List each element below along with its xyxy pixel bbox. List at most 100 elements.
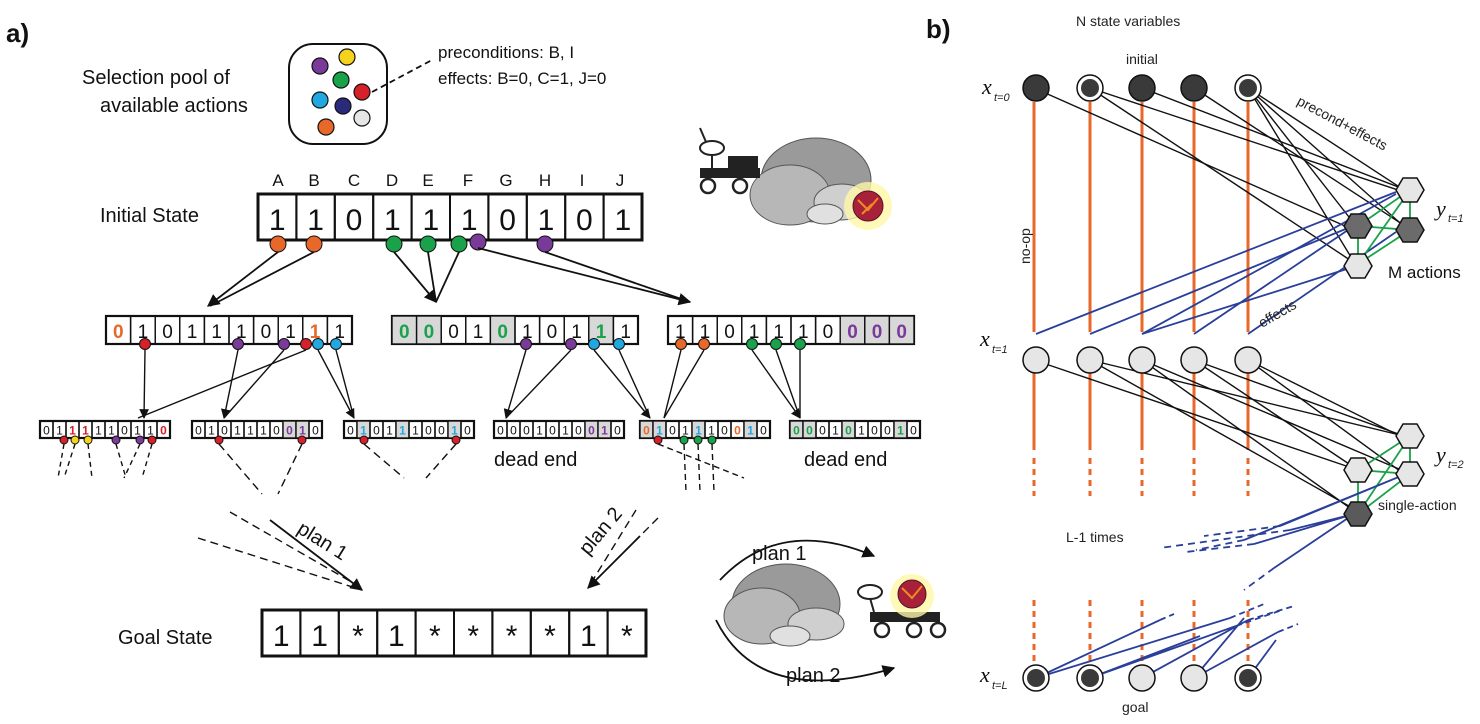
state-nodes-t0 [1022,74,1262,102]
rover-scene-2 [715,539,947,682]
register-bit: 0 [614,423,621,437]
register-bit: 1 [596,322,607,343]
svg-text:x: x [981,74,992,99]
register-bit: 1 [273,620,290,653]
register-bit: 1 [708,423,715,437]
register-bit: 0 [121,423,128,437]
col-letter: G [499,171,512,190]
x-t0-label: x t=0 [981,74,1010,104]
column-letters: A B C D E F G H I J [272,171,624,190]
pool-title-line2: available actions [100,95,248,117]
register-bit: 0 [523,423,530,437]
register-bit: 1 [422,204,439,237]
register-bit: 0 [286,423,293,437]
register-bit: 1 [236,322,247,343]
plan1-label: plan 1 [293,518,351,566]
dead-end-label-2: dead end [804,449,887,471]
register-bit: 1 [269,204,286,237]
register-cell [906,420,921,439]
register-bit: * [544,620,556,653]
register-bit: 0 [448,322,459,343]
register-bit: 0 [845,423,852,437]
register-bit: 1 [798,322,809,343]
register-bit: 1 [858,423,865,437]
register-bit: 0 [910,423,917,437]
register-bit: 0 [499,204,516,237]
rover-scene-1 [699,127,892,230]
register-bit: 0 [346,204,363,237]
register-bit: 1 [388,620,405,653]
col-letter: B [308,171,319,190]
state-nodes-tL [1022,664,1262,692]
register-bit: 0 [261,322,272,343]
register-bit: 1 [334,322,345,343]
col-letter: I [580,171,585,190]
register-bit: 0 [549,423,556,437]
action-pool-box [288,43,388,145]
register-bit: 1 [56,423,63,437]
tree-arrows-level2 [137,349,801,419]
register-bit: 0 [113,322,124,343]
svg-text:t=1: t=1 [1448,213,1464,225]
register-bit: 1 [360,423,367,437]
register-bit: * [506,620,518,653]
register-bit: 1 [675,322,686,343]
register-bit: 0 [823,322,834,343]
goal-state-label: Goal State [118,627,213,649]
register-bit: 0 [160,423,167,437]
register-bit: 1 [108,423,115,437]
precond-edges-t1 [1033,359,1407,511]
precond-effects-label: precond+effects [1295,93,1391,154]
register-bit: 0 [724,322,735,343]
y-t2-label: y t=2 [1434,442,1464,471]
register-bit: 0 [373,423,380,437]
x-tL-label: x t=L [979,662,1008,692]
register-bit: 1 [682,423,689,437]
register-bit: 1 [82,423,89,437]
register-bit: 0 [669,423,676,437]
register-bit: 1 [386,423,393,437]
register-bit: 0 [510,423,517,437]
register-bit: 1 [747,423,754,437]
register-bit: 1 [384,204,401,237]
effects-text: effects: B=0, C=1, J=0 [438,69,606,88]
m-actions-label: M actions [1388,263,1461,282]
col-letter: C [348,171,360,190]
register-bit: 0 [547,322,558,343]
register-bit: 1 [138,322,149,343]
svg-text:y: y [1434,196,1446,221]
register-bit: 1 [399,423,406,437]
panel-b-label: b) [926,14,951,44]
register-cell [460,420,475,439]
register-bit: 0 [576,204,593,237]
register-bit: 1 [700,322,711,343]
register-cell [612,315,639,345]
register-cell [308,420,323,439]
precond-edges-t0 [1033,87,1409,265]
register-bit: 1 [260,423,267,437]
svg-text:x: x [979,326,990,351]
register-bit: 0 [399,322,410,343]
register-cell [415,315,442,345]
panel-a-label: a) [6,18,29,48]
register-cell [888,315,915,345]
dead-end-label-1: dead end [494,449,577,471]
action-pool-dots [311,48,371,136]
register-bit: 0 [312,423,319,437]
svg-text:t=L: t=L [992,680,1008,692]
register-bit: 1 [147,423,154,437]
svg-text:y: y [1434,442,1446,467]
register-bit: 1 [695,423,702,437]
svg-text:t=1: t=1 [992,344,1008,356]
register-bit: 0 [438,423,445,437]
register-bit: 1 [773,322,784,343]
y2-blue-outgoing [1159,473,1407,591]
register-bit: * [352,620,364,653]
register-bit: 0 [734,423,741,437]
register-bit: 1 [461,204,478,237]
register-bit: 0 [643,423,650,437]
